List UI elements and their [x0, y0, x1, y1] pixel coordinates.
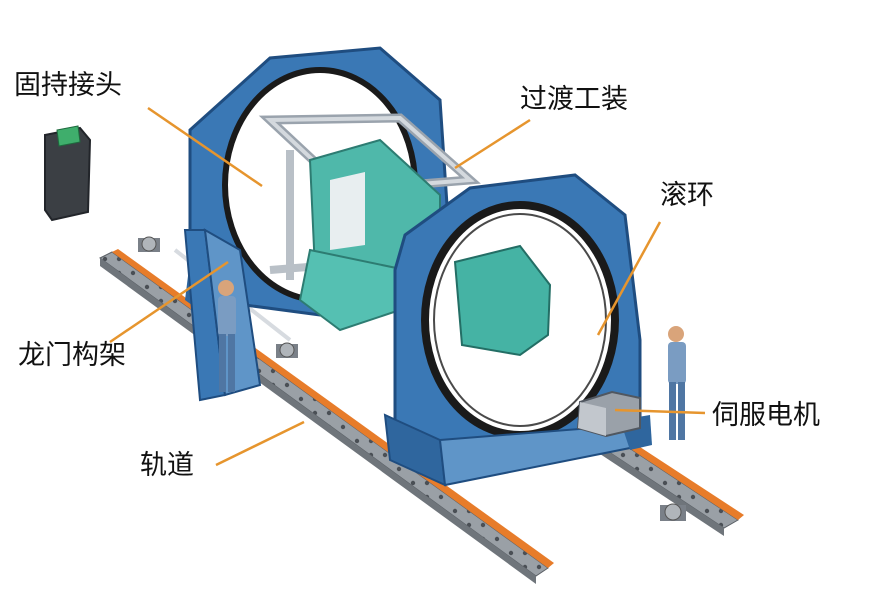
label-servo-motor: 伺服电机 — [712, 400, 820, 431]
rail-end-support-back — [138, 236, 298, 358]
label-rail: 轨道 — [140, 450, 194, 481]
control-console-icon — [44, 125, 92, 222]
servo-motor — [576, 390, 641, 438]
person-icon — [668, 326, 686, 440]
label-gantry-frame: 龙门构架 — [18, 340, 126, 371]
leader-rolling-ring — [596, 221, 662, 336]
label-fixture-joint: 固持接头 — [14, 70, 122, 101]
leader-gantry-frame — [109, 260, 229, 344]
leader-lines — [109, 106, 706, 467]
rail-end-support-front — [660, 503, 686, 521]
person-icon — [218, 280, 236, 392]
label-rolling-ring: 滚环 — [660, 180, 714, 211]
label-transition-tooling: 过渡工装 — [520, 84, 628, 115]
leader-servo-motor — [614, 408, 706, 415]
front-gantry-frame — [383, 173, 652, 487]
leader-rail — [215, 420, 305, 467]
leader-fixture-joint — [147, 106, 263, 188]
leader-transition-tooling — [454, 118, 531, 170]
